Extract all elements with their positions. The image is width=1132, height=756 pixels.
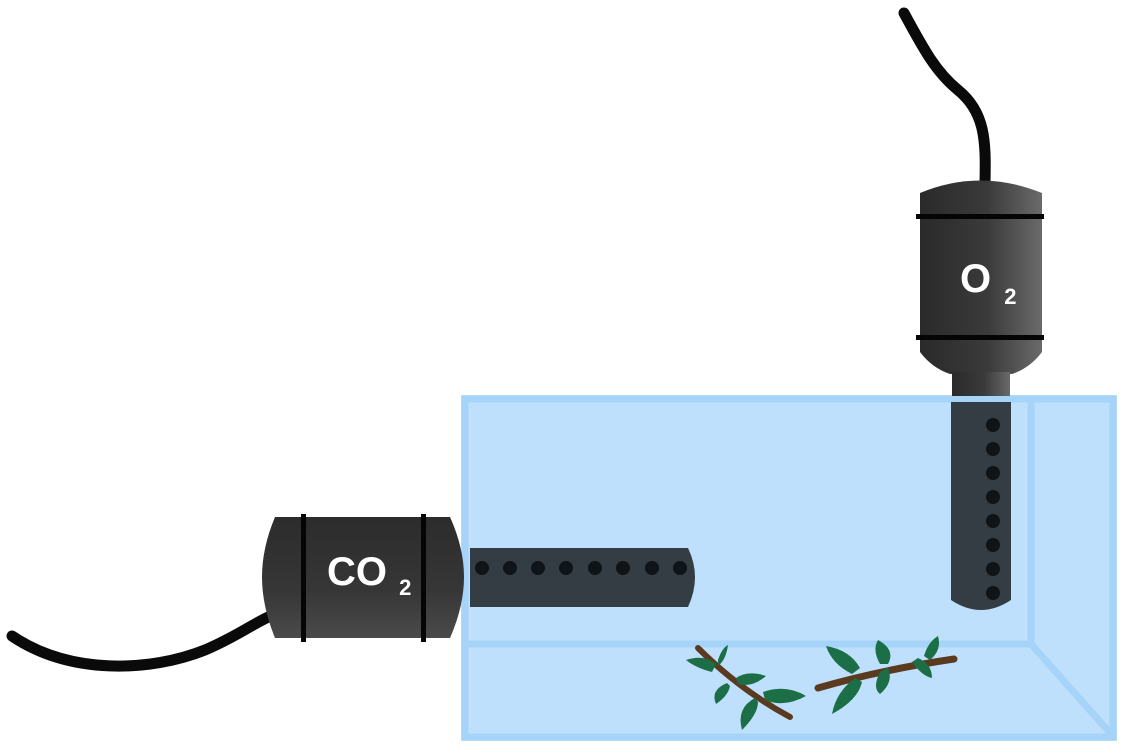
co2-sensor-label: CO 2 <box>327 550 411 600</box>
co2-sensor: CO 2 <box>6 514 695 672</box>
leaf <box>740 698 758 730</box>
plant-sprig-left <box>686 645 806 730</box>
o2-sensor-probe <box>951 402 1011 610</box>
leaf <box>718 645 728 666</box>
leaf <box>875 640 891 664</box>
leaf <box>832 678 862 714</box>
o2-probe-holes <box>986 418 1000 600</box>
leaf <box>924 636 939 660</box>
tank-frame <box>461 395 1117 741</box>
o2-sensor: O 2 <box>898 7 1044 610</box>
leaf <box>714 683 730 704</box>
leaf <box>876 668 890 694</box>
co2-sensor-body <box>262 517 464 638</box>
co2-sensor-band-left <box>301 514 306 642</box>
leaf <box>763 688 806 704</box>
leaf <box>686 657 716 672</box>
o2-sensor-cable <box>898 7 991 188</box>
o2-sensor-band-top <box>916 214 1044 219</box>
o2-sensor-band-bottom <box>916 335 1044 340</box>
co2-sensor-band-right <box>421 514 426 642</box>
leaf <box>912 658 932 678</box>
o2-sensor-neck <box>952 372 1010 396</box>
leaf <box>736 673 766 685</box>
leaf <box>826 646 860 674</box>
co2-sensor-probe <box>470 548 695 607</box>
plant-sprigs <box>686 636 958 730</box>
co2-sensor-cable <box>6 608 281 672</box>
plant-sprig-right <box>814 636 958 714</box>
o2-sensor-label: O 2 <box>960 257 1017 309</box>
o2-sensor-body <box>920 180 1042 374</box>
co2-probe-holes <box>475 561 687 575</box>
